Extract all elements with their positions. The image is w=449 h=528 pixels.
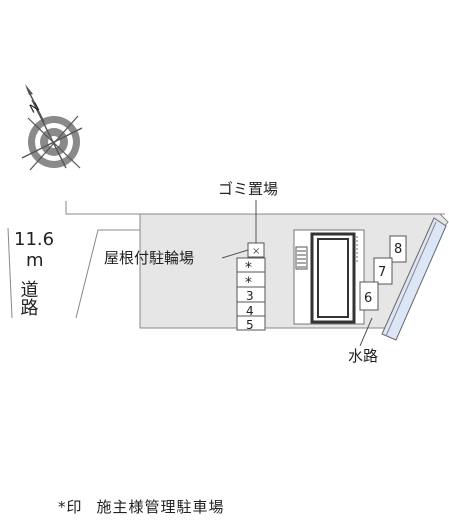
building <box>293 229 365 325</box>
parking-space: 8 <box>394 242 402 257</box>
parking-space-box <box>373 257 393 285</box>
parking-space: * <box>245 260 252 276</box>
parking-space: 7 <box>378 265 386 280</box>
north-arrow-icon <box>25 84 45 123</box>
compass-icon <box>21 99 83 171</box>
parking-space: 4 <box>246 304 254 318</box>
road-width-label: 11.6 <box>14 229 54 250</box>
parking-space: * <box>245 275 252 291</box>
parking-space-box <box>359 281 379 311</box>
garbage-area-label: ゴミ置場 <box>218 180 278 198</box>
road-label: 道路 <box>18 280 39 316</box>
parking-space-box <box>389 235 407 263</box>
legend-symbol: *印 <box>58 498 83 516</box>
parking-space: 5 <box>246 318 254 332</box>
legend: *印施主様管理駐車場 <box>58 496 225 517</box>
parking-space: 3 <box>246 289 254 303</box>
road-unit-label: m <box>26 250 44 271</box>
bike-parking-label: 屋根付駐輪場 <box>104 249 194 267</box>
parking-space: 6 <box>364 291 372 306</box>
parking-left-column <box>236 257 266 331</box>
legend-text: 施主様管理駐車場 <box>96 498 225 516</box>
garbage-area-mark: × <box>252 246 260 257</box>
road <box>7 227 141 328</box>
waterway-label: 水路 <box>348 347 378 365</box>
